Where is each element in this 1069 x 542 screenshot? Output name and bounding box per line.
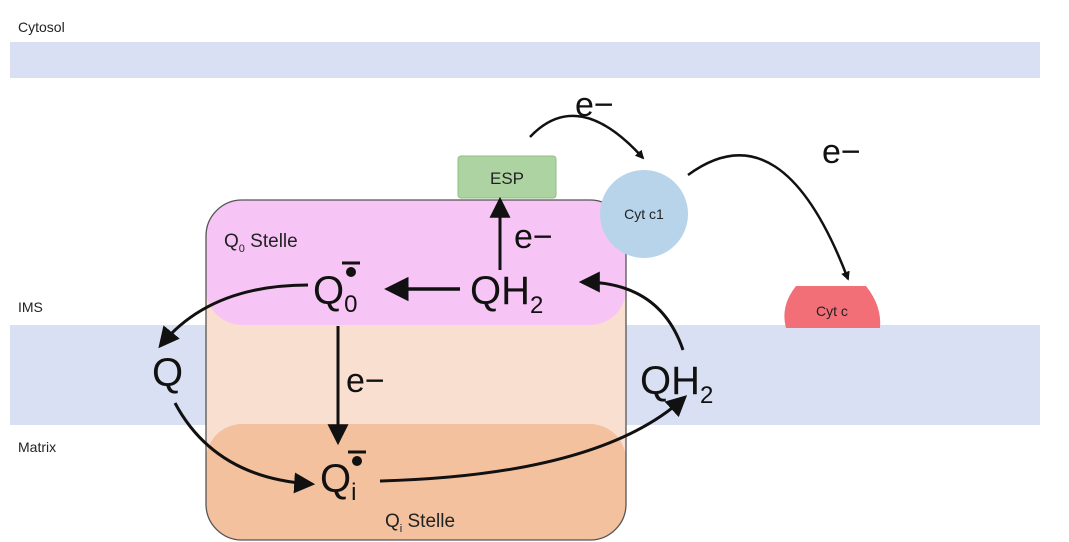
complex-body [206,200,626,540]
arrow-qh2-to-qh2-top [578,271,685,351]
qh2-top-label: QH2 [470,269,543,319]
qi-site-region [206,424,626,540]
cyt-c1-circle [600,170,688,258]
cytosol-label: Cytosol [18,19,65,35]
q-left-label: Q [152,351,183,395]
qo-site-region [206,200,626,325]
qo-radical-dot [346,267,356,277]
esp-label: ESP [490,169,524,188]
arrow-qo-to-q [158,283,309,349]
qi-radical-dot [352,456,362,466]
electron-to-cytc1-label: e− [575,86,614,124]
qi-radical-label: Qi [320,457,356,506]
electron-to-cytc-label: e− [822,133,861,171]
arrow-esp-to-cytc1 [529,114,645,160]
electron-to-esp-label: e− [514,218,553,256]
qo-site-label: Q0 Stelle [224,231,298,255]
electron-to-qi-label: e− [346,362,385,400]
ims-label: IMS [18,299,43,315]
outer-membrane-band [10,42,1040,78]
cyt-c-label: Cyt c [816,303,848,319]
matrix-label: Matrix [18,439,56,455]
cyt-c-shape [784,286,881,328]
qi-site-label: Qi Stelle [385,511,455,535]
arrow-cytc1-to-cytc [687,154,850,281]
cyt-c1-label: Cyt c1 [624,206,664,222]
qo-radical-label: Q0 [313,269,357,318]
arrow-q-to-qi [173,402,316,494]
arrow-qi-to-qh2 [379,395,688,483]
complex-outline [205,199,627,541]
